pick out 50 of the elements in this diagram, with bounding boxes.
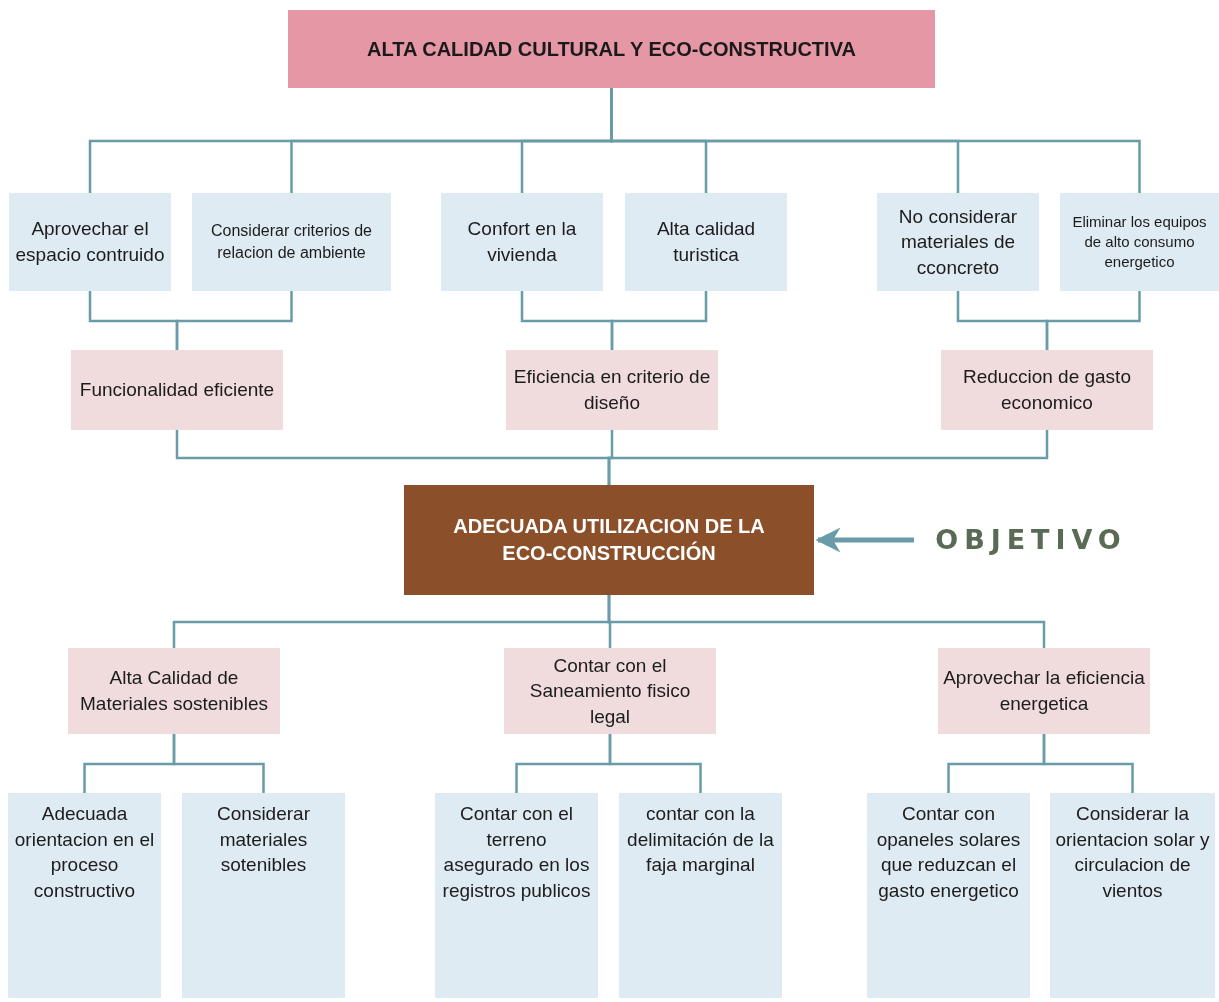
process-box [867, 793, 1030, 998]
node-text: Aprovechar la eficiencia energetica [942, 666, 1146, 716]
node-text: Funcionalidad eficiente [79, 378, 275, 403]
node-text: Contar con opaneles solares que reduzcan el gasto energetico [875, 802, 1022, 903]
summary-box [71, 350, 283, 430]
title-box [288, 10, 935, 88]
summary-box [504, 648, 716, 734]
summary-box [506, 350, 718, 430]
process-box [435, 793, 598, 998]
process-box [182, 793, 345, 998]
process-box [8, 793, 161, 998]
node-text: Considerar materiales sotenibles [216, 802, 311, 878]
process-box [1060, 193, 1219, 291]
node-text: Eficiencia en criterio de diseño [512, 365, 712, 415]
node-text: Confort en la vivienda [466, 217, 578, 267]
process-box [877, 193, 1039, 291]
node-text: Alta calidad turistica [655, 217, 757, 267]
node-text: Contar con el Saneamiento fisico legal [528, 653, 692, 729]
objective-box [404, 485, 814, 595]
process-box [625, 193, 787, 291]
summary-box [941, 350, 1153, 430]
process-box [192, 193, 391, 291]
node-text: Considerar la orientacion solar y circulacion de vientos [1054, 802, 1211, 903]
process-box [9, 193, 171, 291]
connector-line [175, 291, 293, 350]
connector-line [610, 291, 708, 350]
node-text: Considerar criterios de relacion de ambiente [210, 221, 373, 263]
node-text: Contar con el terreno asegurado en los registros publicos [441, 802, 592, 903]
connector-line [607, 430, 1049, 485]
summary-box [68, 648, 280, 734]
connector-line [1042, 734, 1134, 793]
node-text: Eliminar los equipos de alto consumo energetico [1071, 211, 1208, 273]
node-text: Aprovechar el espacio contruido [14, 217, 166, 267]
arrow [815, 527, 914, 553]
node-text: contar con la delimitación de la faja marginal [626, 802, 775, 878]
process-box [441, 193, 603, 291]
node-text: OBJETIVO [935, 522, 1127, 557]
process-box [1050, 793, 1215, 998]
node-text: Adecuada orientacion en el proceso constructivo [13, 802, 156, 903]
connector-line [1045, 291, 1141, 350]
node-text: Reduccion de gasto economico [962, 365, 1132, 415]
node-text: No considerar materiales de cconcreto [897, 204, 1019, 280]
process-box [619, 793, 782, 998]
node-text: ADECUADA UTILIZACION DE LA ECO-CONSTRUCCIÓN [452, 514, 766, 566]
node-text: ALTA CALIDAD CULTURAL Y ECO-CONSTRUCTIVA [367, 36, 856, 62]
connector-line [607, 595, 1046, 648]
connector-line [608, 734, 702, 793]
summary-box [938, 648, 1150, 734]
connector-line [172, 734, 265, 793]
node-text: Alta Calidad de Materiales sostenibles [79, 666, 269, 716]
